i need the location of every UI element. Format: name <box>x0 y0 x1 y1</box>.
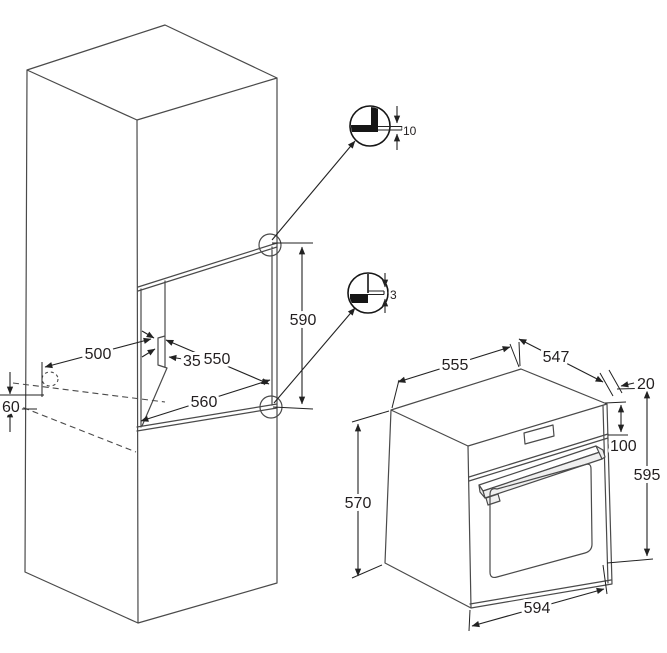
door-window <box>489 463 593 579</box>
dim-opening-width-label: 560 <box>191 394 218 411</box>
fixing-point-top-circle <box>258 233 282 257</box>
dim-niche-depth-label: 500 <box>85 346 112 363</box>
dim-ledge-label: 35 <box>183 353 201 370</box>
detail-bottom-section <box>350 294 368 303</box>
detail-bottom-label: 3 <box>390 288 397 302</box>
cable-projection-lines <box>12 382 166 453</box>
detail-top-section <box>351 107 378 132</box>
cabinet-drawing: 500 35 550 560 590 60 <box>0 24 356 624</box>
dim-total-depth-line <box>518 338 604 383</box>
dim-total-height-label: 595 <box>634 467 661 484</box>
detail-top-label: 10 <box>403 124 417 138</box>
dim-niche-depth-line <box>44 337 152 369</box>
handle-front-face <box>482 451 603 499</box>
handle-right-cap <box>595 445 606 460</box>
detail-bottom-ledge <box>368 290 385 296</box>
dim-ledge-leader <box>168 354 184 362</box>
detail-callout-bottom: 3 <box>347 272 399 314</box>
dim-inner-width-line <box>165 339 270 385</box>
dim-opening-height-label: 590 <box>290 312 317 329</box>
dim-overhang-arrow <box>620 381 635 388</box>
dim-body-depth-label: 555 <box>442 357 469 374</box>
detail-callout-top: 10 <box>349 105 419 150</box>
dim-body-height-label: 570 <box>345 495 372 512</box>
dim-ledge-arrow-b <box>141 348 156 358</box>
dim-front-width-line <box>471 587 605 628</box>
handle-left-cap <box>478 484 486 499</box>
dim-ledge-arrow-a <box>141 330 155 339</box>
cable-outlet-circle <box>41 371 59 387</box>
dim-overhang-label: 20 <box>637 376 655 393</box>
cabinet-outline <box>24 24 278 624</box>
cabinet-extension-lines <box>0 242 314 410</box>
detail-top-leader <box>271 140 356 241</box>
door-handle <box>478 445 606 506</box>
dim-front-width-label: 594 <box>524 600 551 617</box>
detail-top-ledge <box>378 125 403 131</box>
dim-opening-width-line <box>140 379 271 422</box>
oven-drawing: 555 547 20 100 595 570 594 <box>342 338 663 632</box>
control-panel-seam <box>468 433 609 482</box>
detail-bottom-circle <box>347 272 389 314</box>
dim-inner-width-label: 550 <box>204 351 231 368</box>
dim-cable-zone-label: 60 <box>2 399 20 416</box>
dim-total-depth-label: 547 <box>543 349 570 366</box>
dim-panel-height-label: 100 <box>610 438 637 455</box>
oven-display <box>523 424 555 445</box>
detail-bottom-leader <box>273 307 356 404</box>
dim-body-depth-line <box>397 346 511 383</box>
